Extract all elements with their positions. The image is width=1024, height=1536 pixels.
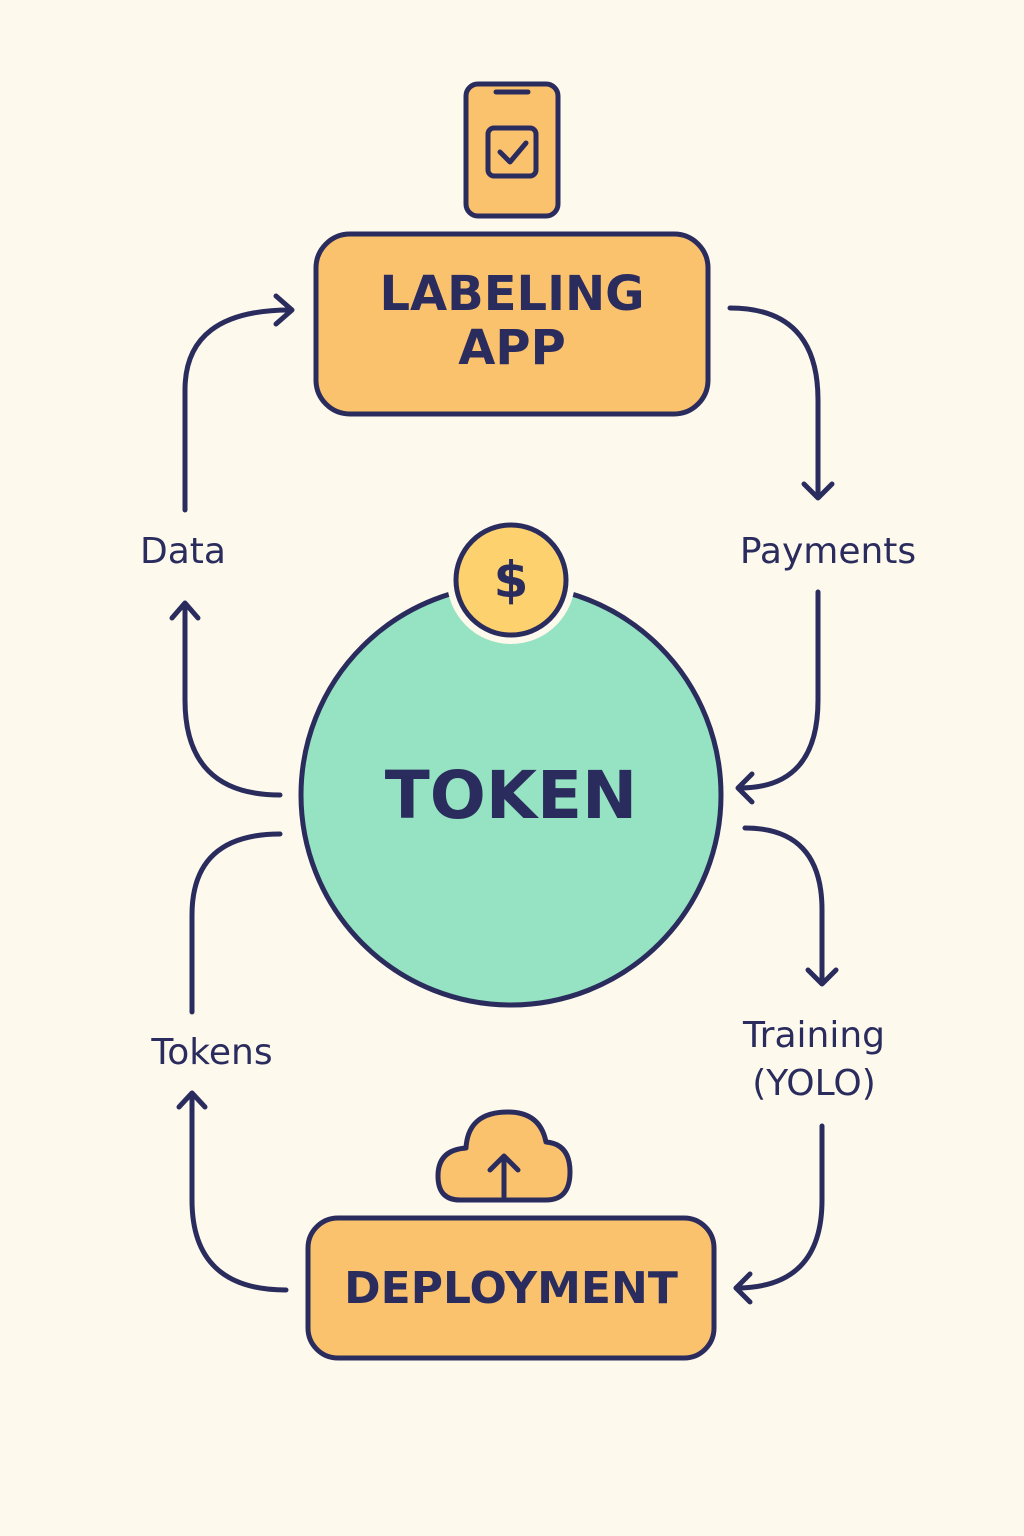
data-flow-label: Data — [140, 531, 226, 572]
dollar-coin-icon — [453, 522, 569, 638]
payments-arrow-upper — [727, 305, 821, 499]
training-flow-label-line2: (YOLO) — [752, 1063, 876, 1104]
data-arrow-upper — [182, 307, 293, 513]
phone-checkbox-icon — [463, 81, 561, 219]
deployment-title: DEPLOYMENT — [344, 1263, 678, 1314]
labeling-app-title-line1: LABELING — [379, 266, 645, 322]
labeling-app-title: LABELING APP — [316, 266, 708, 376]
training-arrow-upper — [742, 825, 825, 985]
training-flow-label-line1: Training — [742, 1015, 886, 1056]
labeling-app-box — [313, 231, 711, 417]
deployment-box — [305, 1215, 717, 1361]
tokens-arrow-lower — [189, 1091, 289, 1293]
tokens-arrow-upper — [189, 831, 283, 1015]
tokens-flow-label: Tokens — [151, 1032, 273, 1073]
labeling-app-title-line2: APP — [458, 319, 566, 376]
payments-arrow-lower — [737, 589, 821, 791]
payments-flow-label: Payments — [739, 531, 917, 572]
token-title: TOKEN — [384, 757, 638, 834]
cloud-upload-icon — [435, 1109, 573, 1203]
training-flow-label: Training (YOLO) — [704, 1012, 924, 1108]
coin-dollar-sign: $ — [493, 551, 529, 609]
data-arrow-lower — [182, 602, 283, 798]
training-arrow-lower — [733, 1123, 825, 1291]
